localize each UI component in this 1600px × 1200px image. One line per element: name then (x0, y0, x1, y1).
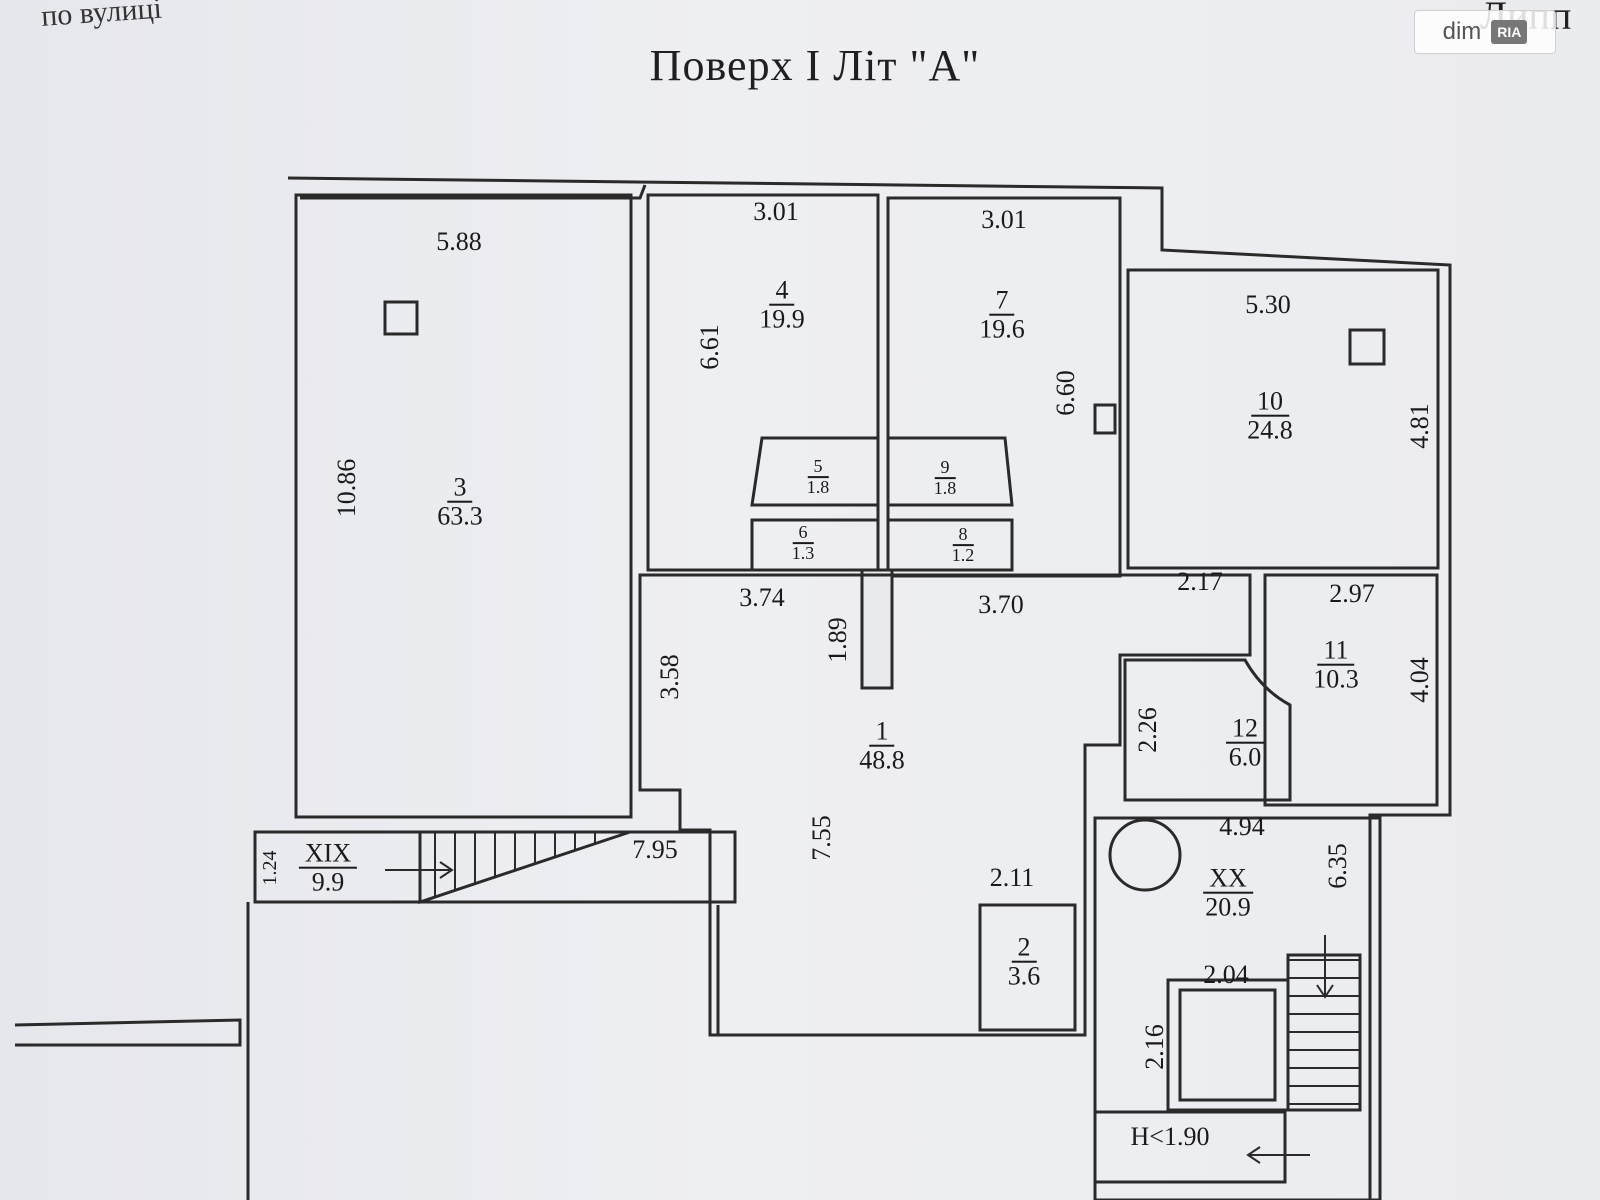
room-9-label: 9 1.8 (934, 458, 957, 498)
room-10-label: 10 24.8 (1247, 387, 1293, 445)
room-5-outline (750, 436, 880, 507)
dim-r7-length: 6.60 (1051, 370, 1080, 416)
dim-r2-width: 2.11 (989, 863, 1035, 892)
room-XX-label: XX 20.9 (1203, 864, 1253, 922)
dim-r11-length: 4.04 (1405, 657, 1434, 703)
dim-r4-length: 6.61 (695, 324, 724, 370)
room-5-area: 1.8 (806, 477, 830, 497)
vent-10 (1348, 328, 1386, 366)
room-XX-outline (1093, 816, 1382, 1200)
room-8-number: 8 (952, 525, 974, 546)
dim-xx-length: 6.35 (1323, 843, 1352, 889)
watermark-text: dim (1442, 18, 1482, 45)
room-6-outline (750, 518, 880, 572)
room-4-label: 4 19.9 (759, 276, 805, 334)
room-5-number: 5 (807, 457, 829, 478)
dim-xx-width: 4.94 (1219, 812, 1265, 841)
room-4-area: 19.9 (759, 305, 805, 334)
dim-stair-a: 2.04 (1203, 960, 1249, 989)
room-XX-number: XX (1203, 864, 1253, 894)
room-6-area: 1.3 (791, 543, 815, 563)
room-2-outline (978, 903, 1077, 1032)
column (860, 568, 894, 690)
room-5-label: 5 1.8 (807, 457, 830, 497)
outer-wall (287, 176, 1452, 1200)
room-6-label: 6 1.3 (792, 523, 815, 563)
room-7-area: 19.6 (979, 315, 1025, 344)
dim-r3-width: 5.88 (436, 227, 482, 256)
room-3-label: 3 63.3 (437, 473, 483, 531)
round-column (1108, 818, 1182, 892)
room-XX-area: 20.9 (1205, 893, 1251, 922)
room-8-label: 8 1.2 (952, 525, 975, 565)
room-3-area: 63.3 (437, 502, 483, 531)
watermark-badge: RIA (1491, 20, 1528, 44)
room-6-number: 6 (792, 523, 814, 544)
dim-r10-width: 5.30 (1245, 290, 1291, 319)
side-wall (14, 1018, 242, 1047)
room-12-area: 6.0 (1228, 743, 1262, 772)
room-7-number: 7 (989, 286, 1015, 316)
room-11-outline (1263, 573, 1439, 807)
vent-7 (1093, 403, 1117, 435)
height-note-box (1093, 1110, 1287, 1184)
outer-wall-inner (300, 184, 647, 200)
height-note: H<1.90 (1130, 1122, 1210, 1151)
room-1-label: 1 48.8 (859, 717, 905, 775)
dim-r1-c: 1.89 (823, 617, 852, 663)
dim-r4-width: 3.01 (753, 197, 799, 226)
room-11-label: 11 10.3 (1313, 636, 1359, 694)
room-8-area: 1.2 (951, 545, 975, 565)
floor-title: Поверх I Літ "А" (649, 41, 981, 90)
room-4-number: 4 (769, 276, 795, 306)
dim-stair-b: 2.16 (1140, 1024, 1169, 1070)
dim-r3-length: 10.86 (332, 458, 361, 518)
dim-r1-e: 7.55 (807, 815, 836, 861)
room-2-label: 2 3.6 (1007, 933, 1041, 991)
room-XIX-label: XIX 9.9 (298, 839, 358, 897)
dim-r1-d: 3.58 (655, 654, 684, 700)
room-11-number: 11 (1317, 636, 1355, 666)
dim-r12-length: 2.26 (1133, 707, 1162, 753)
room-4-outline (646, 193, 880, 572)
stair-treads (1288, 959, 1360, 1105)
vent-3 (383, 300, 419, 336)
room-10-area: 24.8 (1247, 416, 1293, 445)
dim-r1-a: 3.74 (739, 583, 785, 612)
room-12-label: 12 6.0 (1226, 714, 1264, 772)
room-2-number: 2 (1011, 933, 1037, 963)
room-9-area: 1.8 (933, 478, 957, 498)
room-1-number: 1 (869, 717, 895, 747)
room-8-outline (886, 518, 1014, 572)
room-10-number: 10 (1251, 387, 1289, 417)
stair-core (1178, 988, 1277, 1102)
dim-corridor: 2.17 (1177, 567, 1223, 596)
dim-r11-width: 2.97 (1329, 579, 1375, 608)
dim-r10-length: 4.81 (1405, 403, 1434, 449)
room-10-outline (1126, 268, 1440, 570)
room-11-area: 10.3 (1313, 665, 1359, 694)
room-12-outline (1123, 658, 1292, 802)
dim-xix-length: 7.95 (632, 835, 678, 864)
dimria-watermark: dim RIA (1414, 10, 1556, 54)
room-XIX-area: 9.9 (311, 868, 345, 897)
room-3-outline (294, 193, 633, 819)
stair-XIX (418, 830, 631, 905)
room-7-label: 7 19.6 (979, 286, 1025, 344)
room-1-outline (638, 573, 1252, 1037)
room-3-number: 3 (447, 473, 473, 503)
room-9-number: 9 (934, 458, 956, 479)
room-XIX-number: XIX (298, 839, 358, 869)
room-1-area: 48.8 (859, 746, 905, 775)
dim-r7-width: 3.01 (981, 205, 1027, 234)
dim-xix-width: 1.24 (259, 850, 281, 886)
dim-r1-b: 3.70 (978, 590, 1024, 619)
room-2-area: 3.6 (1007, 962, 1041, 991)
stair-core-inner (1166, 978, 1290, 1112)
room-12-number: 12 (1226, 714, 1264, 744)
room-9-outline (886, 436, 1014, 507)
